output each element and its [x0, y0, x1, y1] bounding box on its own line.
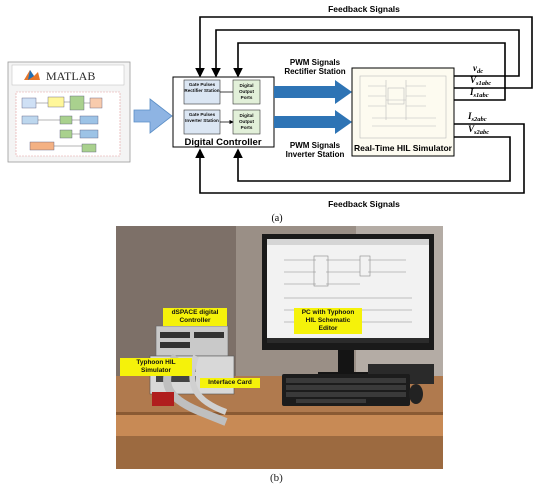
hil-simulator-box	[351, 67, 455, 157]
signal-vs2-label: Vs2abc	[468, 124, 489, 136]
hil-simulator-label: Real-Time HIL Simulator	[354, 143, 453, 153]
feedback-bottom-label: Feedback Signals	[328, 199, 400, 209]
matlab-to-controller-arrow	[133, 98, 173, 134]
signal-vs1-label: Vs1abc	[470, 75, 491, 87]
label-dspace: dSPACE digital Controller	[163, 308, 227, 326]
matlab-label: MATLAB	[46, 69, 95, 83]
signal-subscript: s1abc	[475, 80, 491, 87]
digital-out-label-1: Digital Output Ports	[238, 83, 255, 100]
pwm-rect-arrow	[274, 80, 352, 104]
hil-schematic-thumbnail	[359, 75, 447, 139]
signal-subscript: s2abc	[471, 116, 487, 123]
signal-is2: I	[467, 111, 472, 121]
lab-photo-illustration	[116, 226, 443, 469]
system-diagram: MATLAB Gate Pulses Rectifier Station Gat…	[7, 4, 533, 224]
signal-vdc: v	[473, 63, 478, 73]
label-interface: Interface Card	[200, 378, 260, 388]
signal-is2-label: Is2abc	[467, 111, 487, 123]
signal-subscript: s2abc	[473, 129, 489, 136]
signal-vs1: V	[470, 75, 477, 85]
signal-vdc-label: vdc	[473, 63, 483, 75]
digital-out-box-2	[232, 109, 261, 135]
signal-is1: I	[469, 87, 474, 97]
caption-b: (b)	[270, 472, 283, 484]
interface-card	[152, 392, 174, 406]
digital-out-label-2: Digital Output Ports	[238, 113, 255, 130]
matlab-logo-icon	[24, 70, 40, 80]
digital-out-box-1	[232, 79, 261, 105]
caption-a: (a)	[271, 213, 282, 224]
digital-controller-label: Digital Controller	[184, 137, 261, 148]
signal-subscript: dc	[477, 68, 483, 75]
dspace-unit	[155, 325, 229, 357]
label-typhoon: Typhoon HIL Simulator	[120, 358, 192, 376]
signal-subscript: s1abc	[473, 92, 489, 99]
signal-vs2: V	[468, 124, 475, 134]
lab-setup-photo: dSPACE digital Controller PC with Typhoo…	[116, 226, 443, 469]
feedback-top-label: Feedback Signals	[328, 4, 400, 14]
matlab-model-thumbnail: MATLAB	[7, 61, 131, 163]
gate-inv-box	[183, 109, 221, 135]
pwm-inv-arrow	[274, 110, 352, 134]
gate-inv-label: Gate Pulses Inverter Station	[185, 112, 219, 123]
gate-rect-label: Gate Pulses Rectifier Station	[184, 82, 220, 93]
label-pc: PC with Typhoon HIL Schematic Editor	[294, 308, 362, 334]
signal-is1-label: Is1abc	[469, 87, 489, 99]
